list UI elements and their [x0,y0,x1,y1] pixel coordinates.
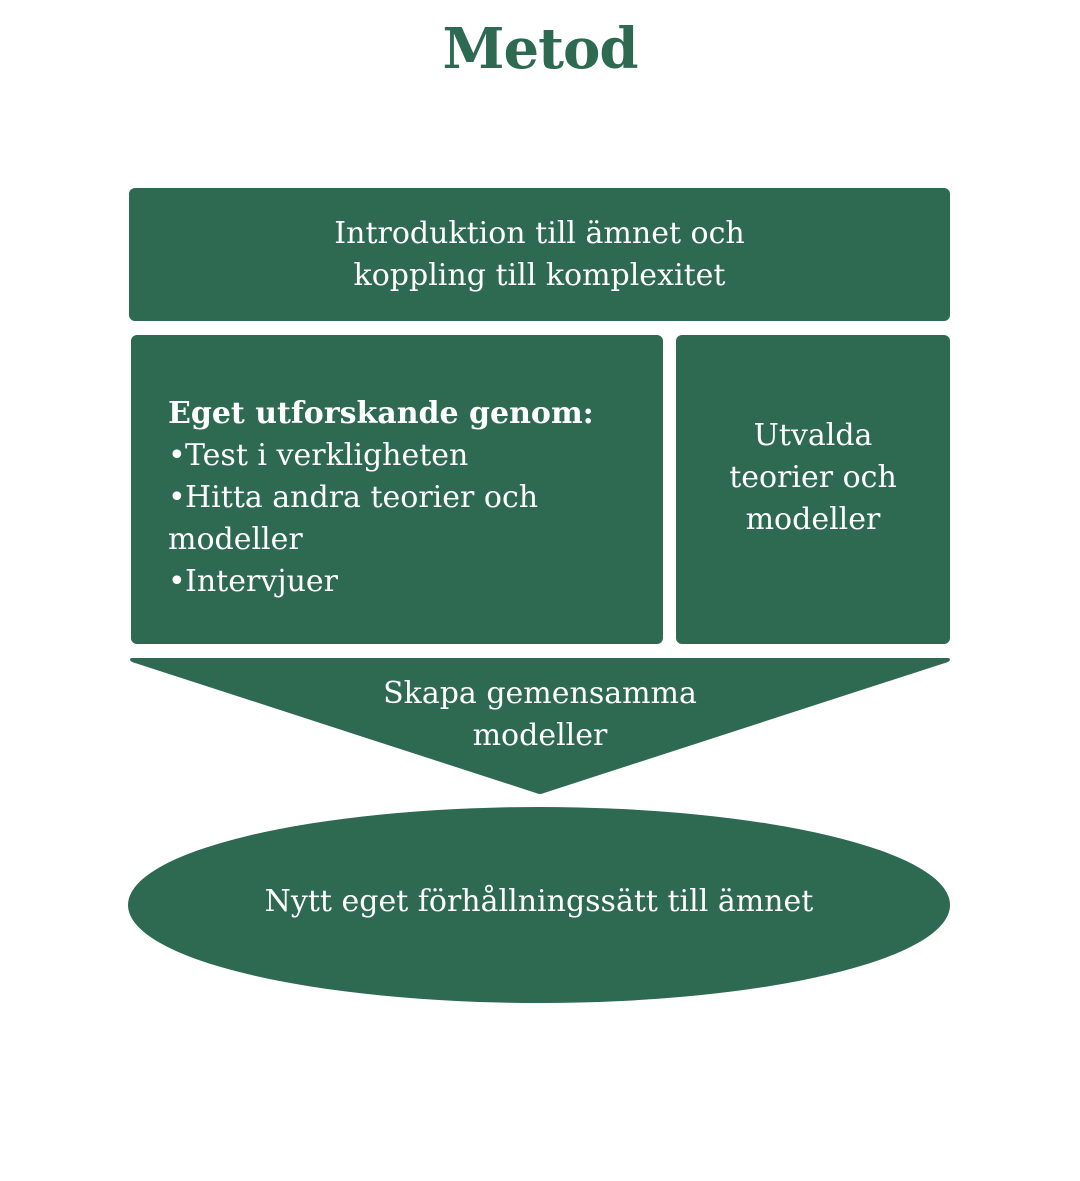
intro-box: Introduktion till ämnet och koppling til… [129,188,950,321]
explore-bullet-text: Test i verkligheten [185,438,469,473]
intro-line-1: Introduktion till ämnet och [334,215,745,251]
arrow-label: Skapa gemensamma modeller [300,673,780,757]
outcome-oval [128,807,950,1003]
explore-heading: Eget utforskande genom: [168,396,594,431]
intro-line-2: koppling till komplexitet [353,257,726,293]
outcome-label: Nytt eget förhållningssätt till ämnet [264,884,814,919]
arrow-line-1: Skapa gemensamma [383,676,697,711]
bullet-dot-icon: • [168,480,186,515]
explore-bullet: •Intervjuer [168,561,663,603]
theories-line-1: Utvalda [753,418,873,453]
bullet-dot-icon: • [168,438,186,473]
theories-line-2: teorier och [729,460,897,495]
explore-bullet-text: Hitta andra teorier och modeller [168,480,539,557]
diagram-title: Metod [442,16,639,82]
arrow-line-2: modeller [472,718,608,753]
explore-bullet: •Hitta andra teorier och modeller [168,477,663,561]
explore-box: Eget utforskande genom: •Test i verkligh… [131,335,663,644]
explore-bullet-text: Intervjuer [185,564,338,599]
down-arrow-shape [130,658,950,794]
bullet-dot-icon: • [168,564,186,599]
theories-box: Utvalda teorier och modeller [676,335,950,644]
explore-bullet: •Test i verkligheten [168,435,663,477]
theories-line-3: modeller [745,502,881,537]
